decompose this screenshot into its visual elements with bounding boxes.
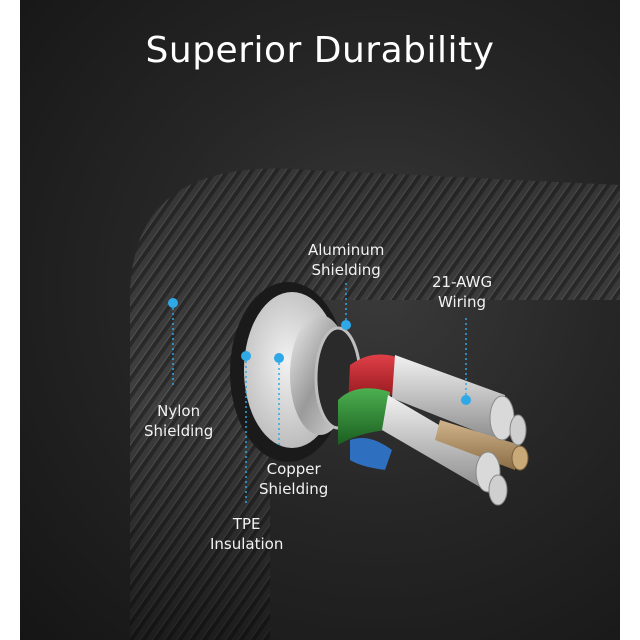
awg-label-line2: Wiring [438, 293, 487, 311]
copper-label-line1: Copper [266, 460, 321, 478]
awg-callout-dot [461, 395, 471, 405]
page-title: Superior Durability [145, 30, 495, 71]
tpe-insulation-label: TPE Insulation [210, 514, 283, 554]
awg-label-line1: 21-AWG [432, 273, 493, 291]
tpe-label-line2: Insulation [210, 535, 284, 553]
nylon-callout-dot [168, 298, 178, 308]
product-image: Superior Durability [20, 0, 620, 640]
nylon-label-line1: Nylon [157, 402, 201, 420]
nylon-label-line2: Shielding [144, 422, 214, 440]
aluminum-callout-dot [341, 320, 351, 330]
nylon-shielding-label: Nylon Shielding [144, 401, 213, 441]
copper-callout-dot [274, 353, 284, 363]
aluminum-label-line2: Shielding [311, 261, 381, 279]
callout-lines [172, 283, 467, 505]
tpe-label-line1: TPE [232, 515, 261, 533]
nylon-braid-cable [130, 168, 620, 640]
tpe-callout-dot [241, 351, 251, 361]
copper-shielding-label: Copper Shielding [259, 459, 328, 499]
callout-dots [168, 298, 471, 405]
aluminum-shielding-label: Aluminum Shielding [308, 240, 384, 280]
copper-label-line2: Shielding [259, 480, 329, 498]
aluminum-label-line1: Aluminum [308, 241, 385, 259]
cable-illustration [130, 168, 620, 640]
inner-wires [338, 354, 529, 506]
awg-wiring-label: 21-AWG Wiring [432, 272, 492, 312]
